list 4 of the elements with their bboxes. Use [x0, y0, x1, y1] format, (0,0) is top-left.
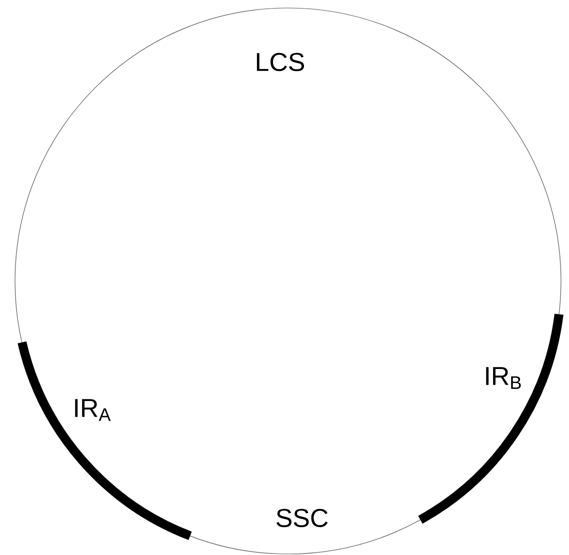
region-label: IR$_{A}$ — [75, 399, 111, 421]
region-label: IR$_{B}$ — [486, 367, 521, 389]
region-label: LCS — [256, 52, 304, 72]
region-label: SSC — [276, 508, 328, 528]
